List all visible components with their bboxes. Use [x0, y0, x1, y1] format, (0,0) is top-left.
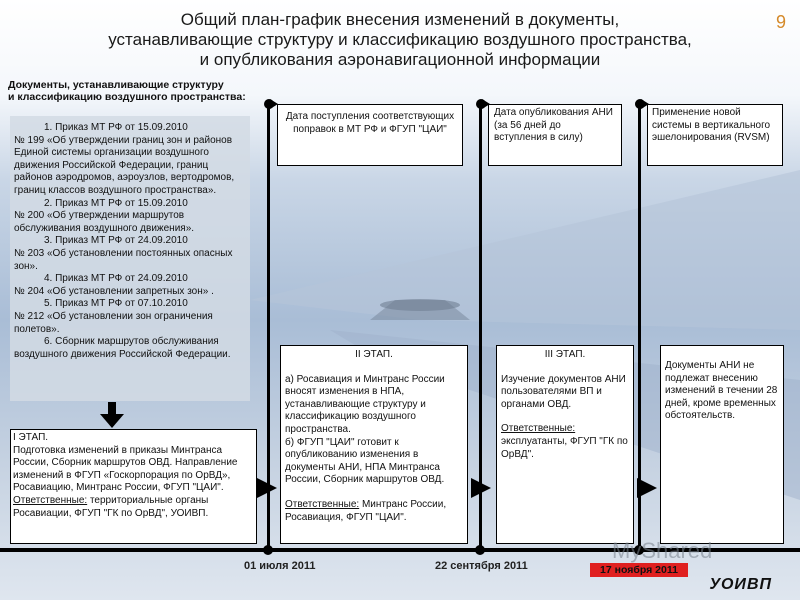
milestone-dot-top-3 [635, 99, 645, 109]
stage-text-b: б) ФГУП "ЦАИ" готовит к опубликованию из… [285, 436, 445, 486]
milestone-box-rvsm: Применение новой системы в вертикального… [647, 104, 783, 166]
arrow-right-icon [482, 99, 490, 109]
arrow-right-icon [257, 478, 277, 498]
page-title: Общий план-график внесения изменений в д… [108, 10, 692, 69]
stage-responsible: Ответственные: территориальные органы Ро… [13, 494, 209, 519]
milestone-line-1 [267, 104, 270, 550]
stage-4-box: Документы АНИ не подлежат внесению измен… [660, 345, 784, 544]
timeline-dot-2 [475, 545, 485, 555]
stage-responsible: Ответственные: эксплуатанты, ФГУП "ГК по… [501, 423, 628, 460]
stage-2-box: II ЭТАП. а) Росавиация и Минтранс России… [280, 345, 468, 544]
stage-title: III ЭТАП. [544, 349, 586, 360]
milestone-box-publication: Дата опубликования АНИ (за 56 дней до вс… [488, 104, 622, 166]
organization-logo: УОИВП [709, 576, 772, 593]
stage-1-box: I ЭТАП. Подготовка изменений в приказы М… [10, 429, 257, 544]
milestone-box-receipt: Дата поступления соответствующих поправо… [277, 104, 463, 166]
arrow-right-icon [641, 99, 649, 109]
stage-title: I ЭТАП. [13, 432, 49, 443]
milestone-line-3 [638, 104, 641, 550]
milestone-line-2 [479, 104, 482, 550]
timeline-dot-1 [263, 545, 273, 555]
timeline-date-2: 22 сентября 2011 [435, 560, 528, 572]
stage-text: Подготовка изменений в приказы Минтранса… [13, 444, 238, 494]
milestone-dot-top-1 [264, 99, 274, 109]
stage-responsible: Ответственные: Минтранс России, Росавиац… [285, 498, 447, 523]
timeline-date-3: 17 ноября 2011 [590, 563, 688, 577]
watermark-logo: MyShared [612, 538, 713, 563]
page-number: 9 [775, 12, 786, 32]
documents-heading: Документы, устанавливающие структуру и к… [8, 79, 246, 103]
timeline-date-1: 01 июля 2011 [244, 560, 316, 572]
timeline-axis [0, 548, 800, 552]
stage-title: II ЭТАП. [355, 349, 393, 360]
stage-text: Изучение документов АНИ пользователями В… [501, 373, 626, 410]
stage-text: Документы АНИ не подлежат внесению измен… [665, 360, 778, 422]
arrow-right-icon [471, 478, 491, 498]
stage-text-a: а) Росавиация и Минтранс России вносят и… [285, 373, 445, 435]
down-arrow-icon [100, 402, 124, 428]
arrow-right-icon [270, 99, 278, 109]
milestone-dot-top-2 [476, 99, 486, 109]
stage-3-box: III ЭТАП. Изучение документов АНИ пользо… [496, 345, 634, 544]
arrow-right-icon [637, 478, 657, 498]
timeline-dot-3 [634, 545, 644, 555]
